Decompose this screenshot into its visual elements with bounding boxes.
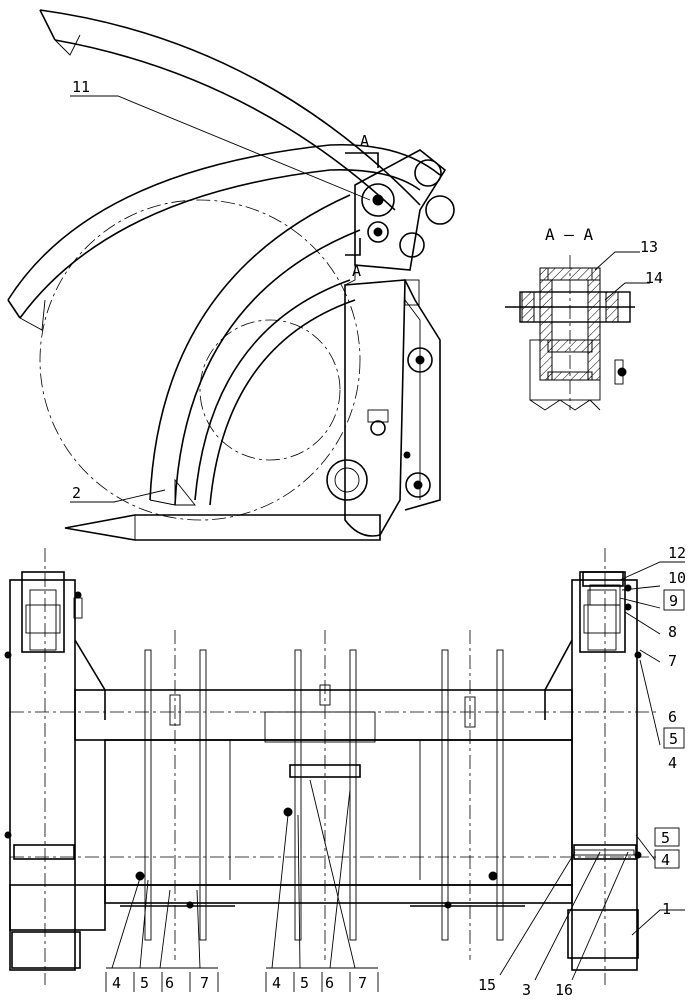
callout-12: 12 bbox=[668, 544, 686, 562]
section-cut-label-bottom: A bbox=[352, 262, 361, 280]
callout-5: 5 bbox=[669, 730, 678, 748]
callout-6-bm: 6 bbox=[325, 974, 334, 992]
callout-5-lower: 5 bbox=[661, 829, 670, 847]
callout-4-lower: 4 bbox=[661, 851, 670, 869]
callout-9: 9 bbox=[669, 592, 678, 610]
front-view bbox=[4, 548, 660, 985]
callout-4-bl: 4 bbox=[112, 974, 121, 992]
callout-7-bm: 7 bbox=[358, 974, 367, 992]
callout-8: 8 bbox=[668, 623, 677, 641]
callout-4: 4 bbox=[668, 754, 677, 772]
callout-5-bm: 5 bbox=[300, 974, 309, 992]
callout-14: 14 bbox=[645, 269, 663, 287]
callout-2: 2 bbox=[72, 484, 81, 502]
callout-10: 10 bbox=[668, 569, 686, 587]
callout-16: 16 bbox=[555, 981, 573, 999]
callout-7-bl: 7 bbox=[200, 974, 209, 992]
callout-11: 11 bbox=[72, 78, 90, 96]
callout-7: 7 bbox=[668, 652, 677, 670]
callout-15: 15 bbox=[478, 976, 496, 994]
section-a-a bbox=[505, 255, 635, 411]
side-view bbox=[7, 9, 455, 541]
callout-4-bm: 4 bbox=[272, 974, 281, 992]
callout-6: 6 bbox=[668, 708, 677, 726]
callout-13: 13 bbox=[640, 238, 658, 256]
section-cut-label-top: A bbox=[360, 132, 369, 150]
callout-5-bl: 5 bbox=[140, 974, 149, 992]
callout-3: 3 bbox=[522, 981, 531, 999]
section-title: A — A bbox=[545, 225, 594, 244]
callout-6-bl: 6 bbox=[165, 974, 174, 992]
callout-1: 1 bbox=[662, 900, 671, 918]
